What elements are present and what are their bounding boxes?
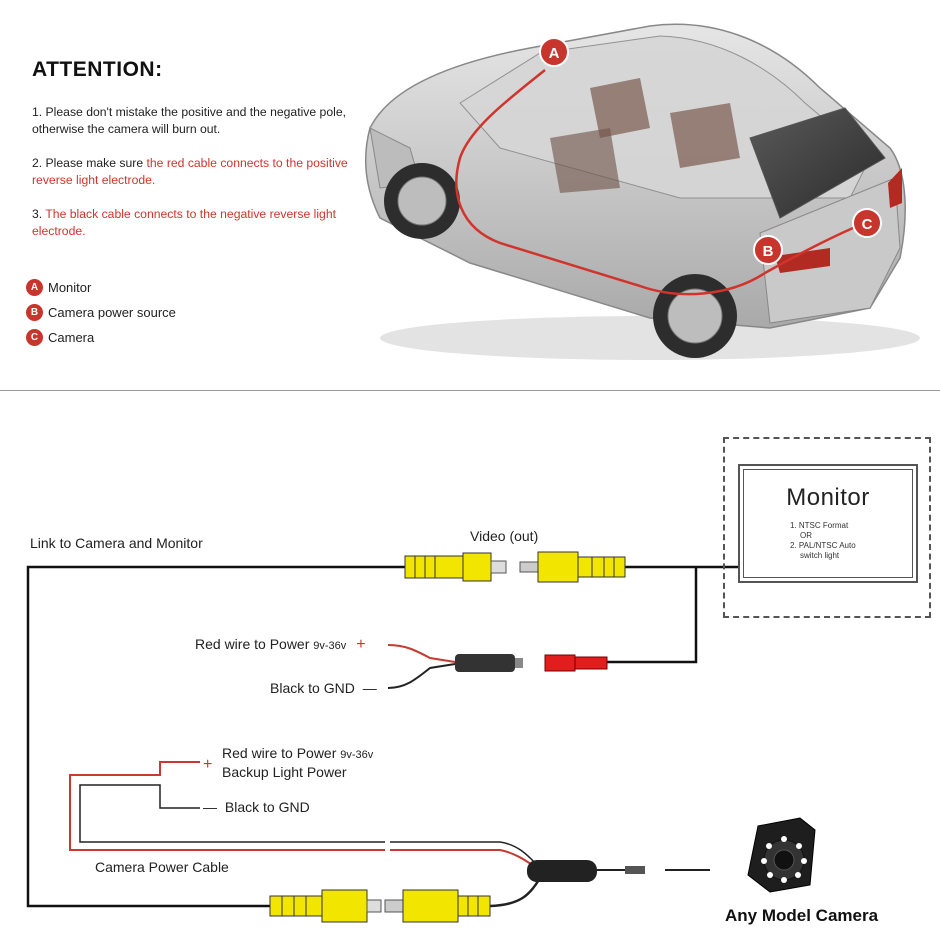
junction-box [527, 860, 597, 882]
marker-c [852, 208, 882, 238]
monitor-notes: 1. NTSC Format OR 2. PAL/NTSC Auto switc… [790, 521, 856, 561]
marker-b [753, 235, 783, 265]
cable-route [455, 69, 866, 296]
plus-sign-2: + [203, 756, 213, 773]
badge-b: B [26, 304, 43, 321]
marker-b-text: B [763, 243, 774, 260]
black-main-cable [26, 565, 405, 908]
legend-item-camera: C Camera [26, 329, 94, 346]
section-divider [0, 390, 940, 391]
red-wire-voltage: 9v-36v [313, 640, 347, 652]
black-gnd-text: Black to GND [270, 680, 355, 696]
monitor-note-2: 2. PAL/NTSC Auto [790, 541, 856, 550]
camera-label: Any Model Camera [725, 906, 879, 925]
note-3-prefix: 3. [32, 207, 46, 221]
camera-rca-left [269, 889, 382, 923]
note-2-prefix: 2. Please make sure [32, 156, 147, 170]
video-out-label: Video (out) [470, 528, 539, 544]
marker-a-text: A [549, 45, 560, 62]
power-plug-black [455, 654, 523, 672]
camera-rca-right [384, 889, 491, 923]
plus-sign: + [356, 636, 366, 653]
red-wire2-voltage: 9v-36v [340, 749, 374, 761]
note-2: 2. Please make sure the red cable connec… [32, 155, 352, 189]
legend-label-camera: Camera [48, 330, 95, 345]
red-wire2-label: Red wire to Power 9v-36v [222, 745, 373, 761]
note-3: 3. The black cable connects to the negat… [32, 206, 352, 240]
note-1: 1. Please don't mistake the positive and… [32, 105, 346, 136]
badge-a: A [26, 279, 43, 296]
black-gnd2-text: Black to GND [224, 799, 310, 815]
camera-device [747, 817, 816, 893]
power-plug-red [544, 654, 608, 672]
minus-sign-2: — [203, 799, 217, 815]
monitor-note-3: switch light [800, 551, 840, 560]
black-gnd-label: Black to GND — [270, 680, 377, 696]
installation-notes-section: ATTENTION: 1. Please don't mistake the p… [0, 0, 940, 390]
note-2-red: the red cable connects to the positive r… [32, 156, 348, 187]
video-rca-right [519, 551, 626, 583]
black-gnd2-label: — Black to GND [203, 799, 310, 815]
legend-item-monitor: A Monitor [26, 279, 91, 296]
badge-c: C [26, 329, 43, 346]
marker-a [539, 37, 569, 67]
minus-sign: — [362, 680, 377, 696]
legend-label-power: Camera power source [48, 305, 176, 320]
link-label: Link to Camera and Monitor [30, 535, 203, 551]
video-rca-left [404, 552, 507, 582]
red-wire2-text: Red wire to Power [222, 745, 341, 761]
red-wire-label: Red wire to Power 9v-36v + [195, 636, 366, 654]
legend-item-power: B Camera power source [26, 304, 176, 321]
monitor-dashed-frame [723, 437, 931, 618]
power-cable-label: Camera Power Cable [95, 859, 229, 875]
attention-title: ATTENTION: [32, 58, 163, 81]
monitor-note-1: 1. NTSC Format [790, 521, 849, 530]
backup-light-label: Backup Light Power [222, 764, 347, 780]
red-wire-text: Red wire to Power [195, 636, 314, 652]
car-illustration: A B C [364, 23, 920, 360]
marker-c-text: C [862, 216, 873, 233]
monitor-title: Monitor [786, 484, 870, 511]
monitor-note-or: OR [800, 531, 812, 540]
note-3-red: The black cable connects to the negative… [32, 207, 336, 238]
monitor-box: Monitor 1. NTSC Format OR 2. PAL/NTSC Au… [738, 464, 918, 583]
legend-label-monitor: Monitor [48, 280, 92, 295]
